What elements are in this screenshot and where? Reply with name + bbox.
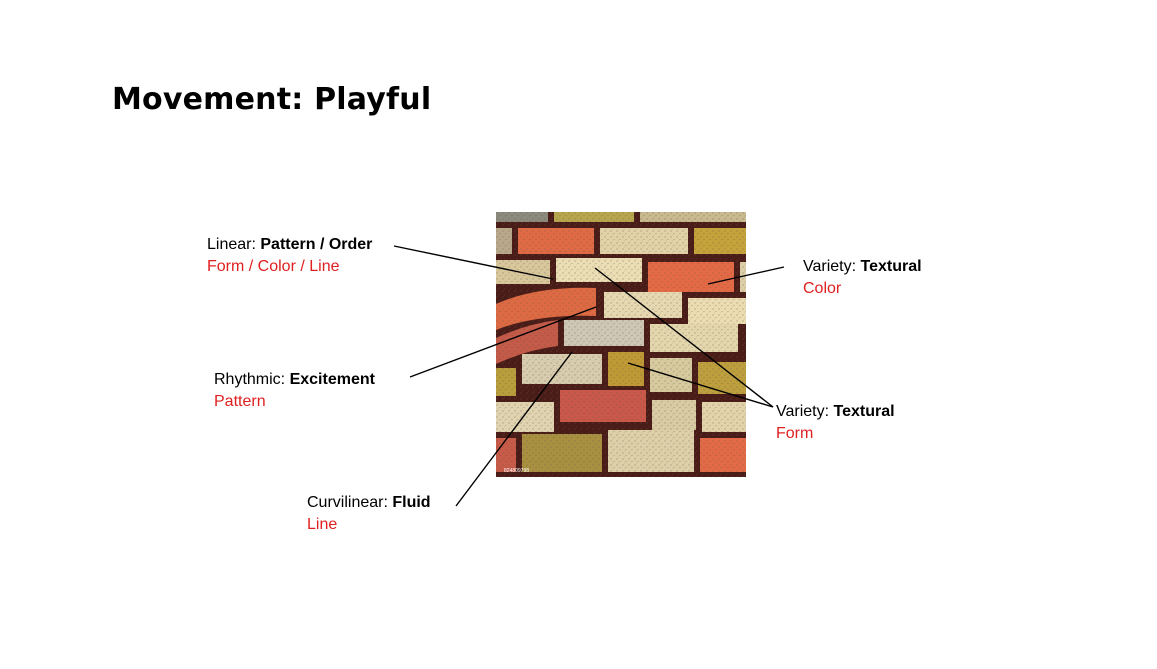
annotation-variety-form: Variety: Textural Form xyxy=(776,403,895,442)
annotation-curvilinear: Curvilinear: Fluid Line xyxy=(307,494,431,533)
brick-wall-image: 824809798 xyxy=(496,212,746,477)
image-caption: 824809798 xyxy=(504,468,529,474)
annotation-linear: Linear: Pattern / Order Form / Color / L… xyxy=(207,236,373,275)
slide-title: Movement: Playful xyxy=(112,82,432,117)
annotation-rhythmic: Rhythmic: Excitement Pattern xyxy=(214,371,375,410)
annotation-variety-color: Variety: Textural Color xyxy=(803,258,922,297)
